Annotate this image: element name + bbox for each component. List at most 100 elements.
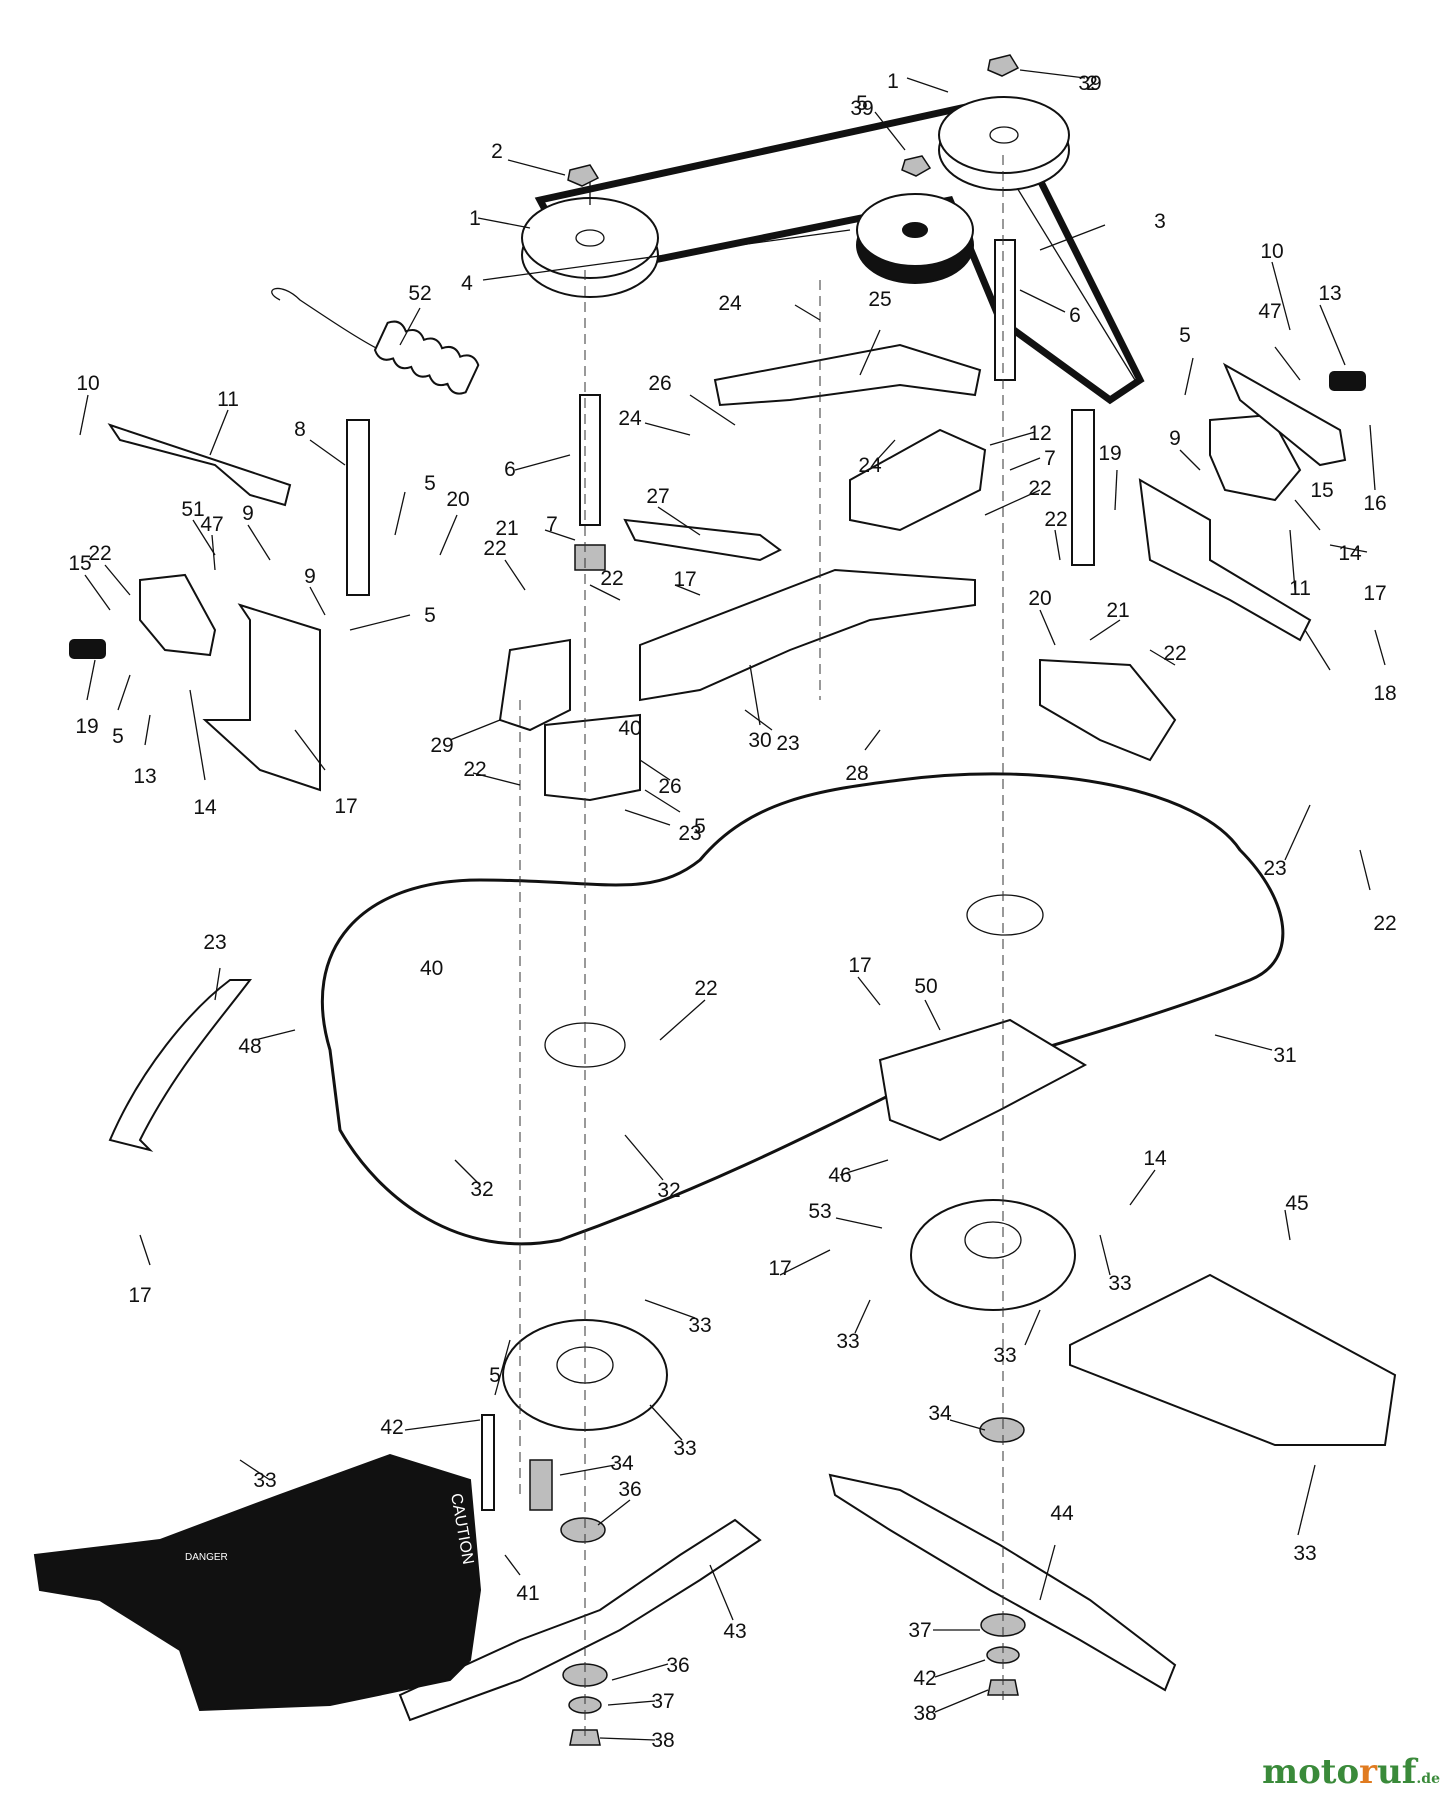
callout-number: 32 [657, 1179, 680, 1202]
callout-number: 39 [1078, 72, 1101, 95]
callout-number: 14 [1143, 1147, 1167, 1170]
callout-number: 2 [491, 140, 503, 163]
callout-number: 11 [1289, 577, 1311, 600]
deck-mark: 40 [420, 957, 443, 980]
callout-number: 23 [678, 822, 701, 845]
callout-number: 2 [1086, 72, 1098, 95]
callout-number: 24 [718, 292, 742, 315]
nut-top-left [567, 164, 600, 187]
callout-number: 26 [658, 775, 681, 798]
callout-number: 5 [694, 815, 706, 838]
callout-number: 17 [128, 1284, 151, 1307]
right-lift-link [1222, 362, 1347, 467]
baffle-center [544, 713, 641, 802]
spindle-housing-right [910, 1199, 1076, 1311]
watermark-logo: motoruf.de [1262, 1752, 1440, 1792]
callout-number: 5 [424, 472, 436, 495]
danger-label: DANGER [185, 1552, 228, 1563]
callout-number: 22 [1044, 508, 1067, 531]
callout-number: 5 [489, 1364, 501, 1387]
callout-number: 9 [304, 565, 316, 588]
callout-number: 10 [1260, 240, 1283, 263]
callout-number: 53 [808, 1200, 831, 1223]
hinge-pin [481, 1414, 495, 1511]
callout-number: 18 [1373, 682, 1396, 705]
spring [271, 287, 480, 395]
callout-number: 27 [646, 485, 669, 508]
callout-number: 23 [1263, 857, 1286, 880]
callout-number: 21 [1106, 599, 1129, 622]
blade-left [398, 1518, 762, 1722]
callout-number: 52 [408, 282, 431, 305]
callout-number: 32 [470, 1178, 493, 1201]
idler-arm [713, 343, 982, 407]
baffle-left [498, 638, 571, 732]
stabilizer-bar [1069, 1273, 1397, 1446]
nut-idler [901, 155, 932, 177]
left-cam-plate [139, 573, 217, 657]
callout-number: 11 [217, 388, 239, 411]
nut-top-right [987, 54, 1020, 77]
callout-number: 33 [1108, 1272, 1131, 1295]
callout-number: 22 [600, 567, 623, 590]
callout-number: 7 [546, 513, 558, 536]
leader-lines [79, 69, 1386, 1741]
callout-number: 36 [618, 1478, 641, 1501]
callout-number: 17 [334, 795, 357, 818]
callout-number: 12 [1028, 422, 1051, 445]
callout-number: 33 [253, 1469, 276, 1492]
callout-number: 22 [463, 758, 486, 781]
belt-guard [108, 979, 253, 1152]
callout-number: 24 [618, 407, 642, 430]
callout-number: 40 [618, 717, 641, 740]
callout-number: 26 [648, 372, 671, 395]
callout-number: 33 [1293, 1542, 1316, 1565]
callout-number: 22 [88, 542, 111, 565]
callout-number: 33 [673, 1437, 696, 1460]
callout-number: 30 [748, 729, 771, 752]
deck-spindle-hole-right [966, 894, 1044, 936]
callout-number: 14 [1338, 542, 1362, 565]
callout-number: 6 [1069, 304, 1081, 327]
callout-number: 22 [1163, 642, 1186, 665]
callout-number: 13 [133, 765, 156, 788]
callout-number: 20 [1028, 587, 1051, 610]
long-support-bracket [639, 568, 976, 702]
callout-number: 17 [1363, 582, 1386, 605]
right-pulley [938, 96, 1070, 191]
callout-number: 31 [1273, 1044, 1296, 1067]
callout-number: 19 [75, 715, 98, 738]
left-spindle-shaft [574, 394, 606, 571]
callout-number: 38 [651, 1729, 674, 1752]
callout-number: 13 [1318, 282, 1341, 305]
callout-number: 42 [380, 1416, 403, 1439]
callout-number: 10 [76, 372, 99, 395]
callout-number: 33 [836, 1330, 859, 1353]
right-wing-knob [1329, 371, 1366, 391]
right-angle-bracket [849, 428, 987, 532]
callout-number: 47 [1258, 300, 1281, 323]
callout-number: 36 [666, 1654, 689, 1677]
callout-number: 17 [848, 954, 871, 977]
mower-deck [320, 772, 1285, 1246]
callout-number: 22 [1373, 912, 1396, 935]
callout-number: 51 [181, 498, 204, 521]
callout-number: 5 [1179, 324, 1191, 347]
center-bracket [623, 518, 782, 562]
callout-number: 48 [238, 1035, 261, 1058]
callout-number: 37 [908, 1619, 931, 1642]
callout-number: 5 [856, 92, 868, 115]
idler-pulley [856, 193, 974, 284]
callout-number: 22 [483, 537, 506, 560]
callout-number: 34 [928, 1402, 952, 1425]
callout-number: 5 [424, 604, 436, 627]
callout-number: 14 [193, 796, 217, 819]
callout-number: 25 [868, 288, 891, 311]
callout-number: 4 [461, 272, 473, 295]
callout-number: 29 [430, 734, 453, 757]
callout-number: 23 [776, 732, 799, 755]
bearing-left [560, 1517, 606, 1543]
callout-number: 1 [887, 70, 899, 93]
baffle-right [1039, 658, 1177, 762]
callout-number: 41 [516, 1582, 539, 1605]
